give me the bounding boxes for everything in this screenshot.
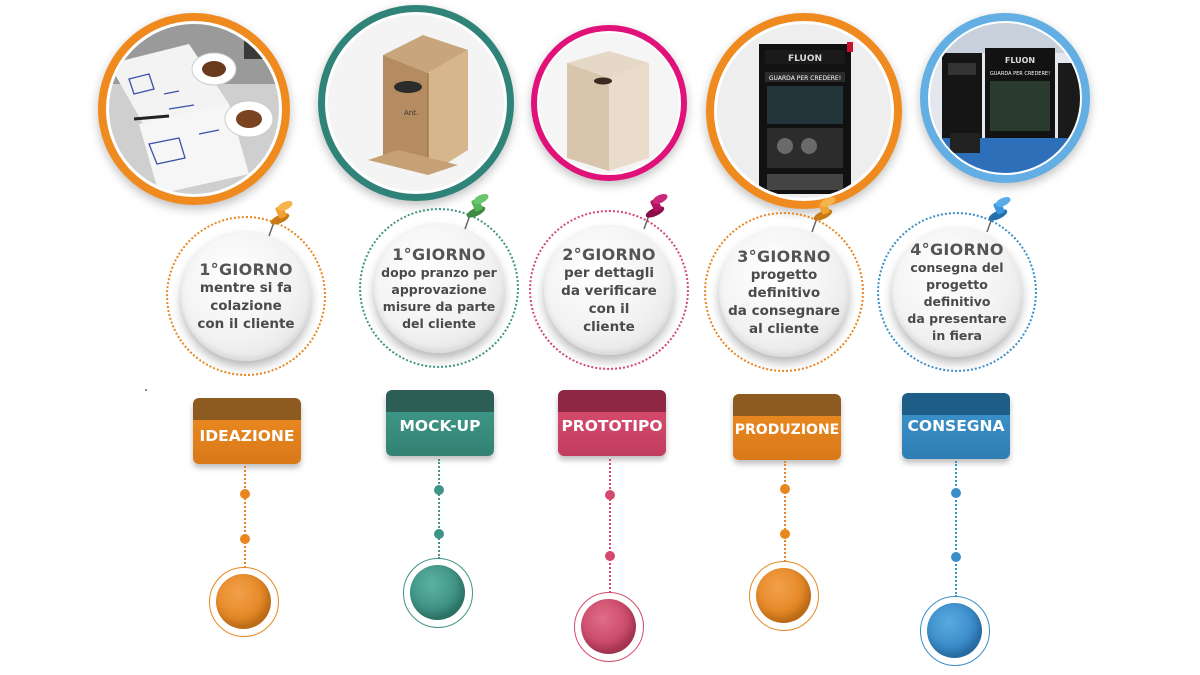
connector-dot (780, 484, 790, 494)
connector-dot (434, 529, 444, 539)
day-title: 2°GIORNO (562, 244, 656, 264)
phase-label: IDEAZIONE (199, 427, 295, 445)
photo-ring-ideazione (98, 13, 290, 205)
display-brand: FLUON (788, 54, 822, 64)
day-circle-4-inner: 3°GIORNO progetto definitivo da consegna… (719, 227, 849, 357)
photo-ring-mock-up: Ant. (318, 5, 514, 201)
connector-dot (780, 529, 790, 539)
end-circle-produzione (749, 561, 819, 631)
day-description: progetto definitivo da consegnare al cli… (728, 266, 840, 337)
phase-tag-consegna: CONSEGNA (902, 393, 1010, 459)
connector-dot (240, 489, 250, 499)
display-slogan: GUARDA PER CREDERE! (769, 75, 841, 82)
wooden-prototype-photo (539, 33, 679, 173)
phase-label: PROTOTIPO (561, 417, 663, 435)
connector-line (244, 466, 246, 568)
phase-tag-produzione: PRODUZIONE (733, 394, 841, 460)
connector-dot (605, 490, 615, 500)
day-circle-2-inner: 1°GIORNO dopo pranzo per approvazione mi… (374, 223, 504, 353)
day-title: 1°GIORNO (199, 259, 293, 279)
stray-mark (145, 389, 147, 391)
end-circle-ideazione (209, 567, 279, 637)
pushpin-icon (805, 196, 839, 236)
fair-slogan: GUARDA PER CREDERE! (990, 71, 1050, 77)
day-circle-5-inner: 4°GIORNO consegna del progetto definitiv… (892, 227, 1022, 357)
phase-label: CONSEGNA (907, 417, 1005, 435)
day-title: 1°GIORNO (392, 244, 486, 264)
photo-ring-consegna: FLUON GUARDA PER CREDERE! (920, 13, 1090, 183)
day-description: dopo pranzo per approvazione misure da p… (381, 264, 497, 331)
connector-dot (434, 485, 444, 495)
phase-tag-mock-up: MOCK-UP (386, 390, 494, 456)
day-circle-3-inner: 2°GIORNO per dettagli da verificare con … (544, 225, 674, 355)
fair-brand: FLUON (1005, 56, 1035, 65)
pushpin-icon (637, 193, 671, 233)
connector-dot (240, 534, 250, 544)
connector-dot (951, 488, 961, 498)
day-circle-5: 4°GIORNO consegna del progetto definitiv… (877, 212, 1037, 372)
end-circle-consegna (920, 596, 990, 666)
sketches-and-coffee-photo (109, 24, 279, 194)
end-circle-mock-up (403, 558, 473, 628)
day-title: 3°GIORNO (737, 246, 831, 266)
pushpin-icon (262, 200, 296, 240)
pushpin-icon (458, 193, 492, 233)
mockup-label: Ant. (404, 109, 418, 117)
trade-fair-stand-photo: FLUON GUARDA PER CREDERE! (930, 23, 1080, 173)
day-circle-1: 1°GIORNO mentre si fa colazione con il c… (166, 216, 326, 376)
pushpin-icon (980, 196, 1014, 236)
photo-ring-produzione: FLUON GUARDA PER CREDERE! (706, 13, 902, 209)
day-circle-4: 3°GIORNO progetto definitivo da consegna… (704, 212, 864, 372)
phase-label: MOCK-UP (399, 417, 481, 435)
day-title: 4°GIORNO (910, 240, 1004, 259)
end-circle-prototipo (574, 592, 644, 662)
photo-ring-prototipo (531, 25, 687, 181)
day-circle-1-inner: 1°GIORNO mentre si fa colazione con il c… (181, 231, 311, 361)
day-circle-2: 1°GIORNO dopo pranzo per approvazione mi… (359, 208, 519, 368)
cardboard-mockup-photo: Ant. (328, 15, 504, 191)
day-circle-3: 2°GIORNO per dettagli da verificare con … (529, 210, 689, 370)
phase-label: PRODUZIONE (734, 422, 840, 438)
phase-tag-ideazione: IDEAZIONE (193, 398, 301, 464)
connector-dot (951, 552, 961, 562)
connector-line (955, 461, 957, 597)
final-display-photo: FLUON GUARDA PER CREDERE! (717, 24, 891, 198)
connector-line (438, 459, 440, 559)
connector-line (784, 461, 786, 562)
day-description: mentre si fa colazione con il cliente (197, 279, 295, 332)
day-description: consegna del progetto definitivo da pres… (907, 260, 1007, 343)
phase-tag-prototipo: PROTOTIPO (558, 390, 666, 456)
connector-line (609, 459, 611, 593)
connector-dot (605, 551, 615, 561)
day-description: per dettagli da verificare con il client… (561, 264, 657, 335)
